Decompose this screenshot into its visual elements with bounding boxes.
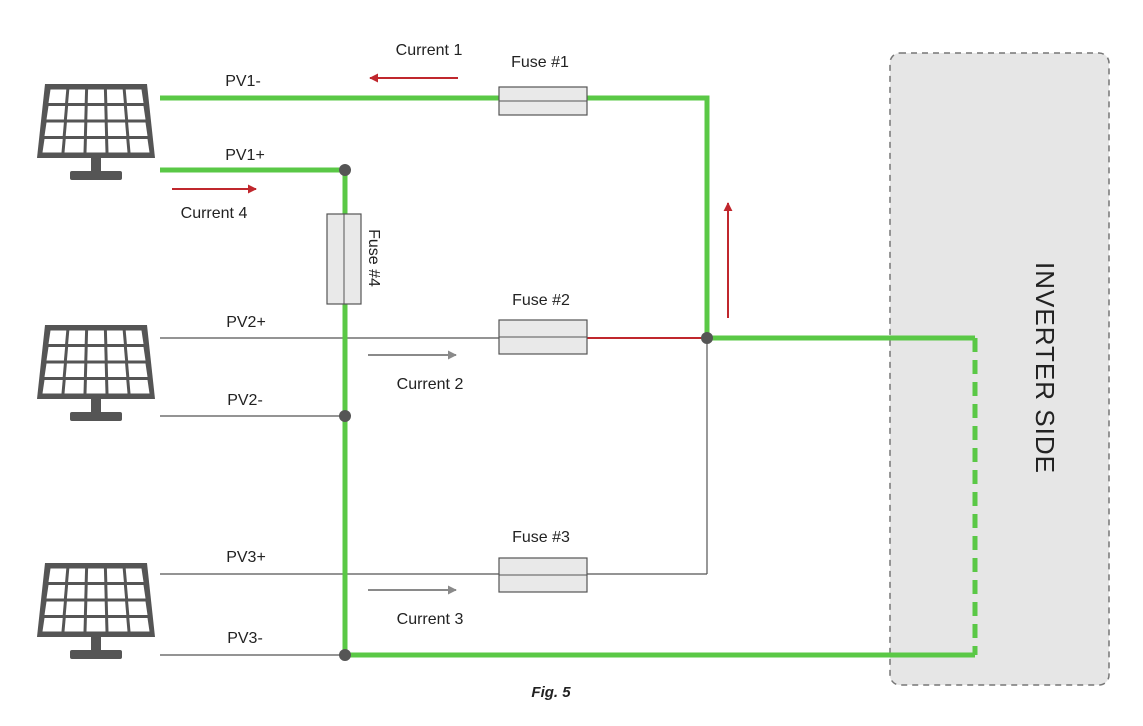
- solar-cell: [126, 585, 146, 599]
- solar-cell: [107, 585, 126, 599]
- solar-cell: [68, 330, 86, 344]
- inverter-box: [889, 52, 1110, 686]
- solar-cell: [68, 568, 86, 582]
- solar-cell: [128, 363, 148, 377]
- solar-cell: [106, 89, 124, 103]
- solar-cell: [44, 601, 64, 615]
- solar-cell: [42, 380, 63, 394]
- solar-cell: [129, 618, 150, 632]
- figure-caption: Fig. 5: [531, 684, 571, 701]
- solar-cell: [86, 363, 106, 377]
- solar-panel-3-icon: [37, 563, 155, 659]
- solar-cell: [86, 122, 106, 136]
- solar-cell: [87, 568, 105, 582]
- solar-cell: [86, 380, 106, 394]
- solar-panel-2-icon: [37, 325, 155, 421]
- solar-cell: [46, 347, 66, 361]
- solar-cell: [48, 330, 67, 344]
- solar-cell: [108, 380, 128, 394]
- solar-cell: [44, 122, 64, 136]
- pv1-plus-label: PV1+: [225, 147, 265, 164]
- junction-dot: [339, 410, 351, 422]
- solar-cell: [126, 347, 146, 361]
- fuse-3: [498, 557, 588, 593]
- solar-cell: [87, 89, 105, 103]
- solar-cell: [66, 106, 85, 120]
- solar-cell: [86, 601, 106, 615]
- inverter-label: INVERTER SIDE: [1030, 262, 1060, 474]
- solar-cell: [44, 363, 64, 377]
- junctions: [339, 164, 713, 661]
- solar-cell: [42, 139, 63, 153]
- junction-dot: [339, 649, 351, 661]
- solar-cell: [64, 618, 84, 632]
- pv3-minus-label: PV3-: [227, 630, 263, 647]
- current4-label: Current 4: [181, 205, 248, 222]
- solar-cell: [125, 568, 144, 582]
- solar-cell: [106, 568, 124, 582]
- fuse3-label: Fuse #3: [512, 529, 570, 546]
- pv1-minus-label: PV1-: [225, 73, 261, 90]
- junction-dot: [701, 332, 713, 344]
- pv2-minus-label: PV2-: [227, 392, 263, 409]
- solar-cell: [126, 106, 146, 120]
- solar-cell: [46, 106, 66, 120]
- junction-dot: [339, 164, 351, 176]
- solar-cell: [128, 601, 148, 615]
- solar-cell: [108, 618, 128, 632]
- solar-cell: [66, 347, 85, 361]
- solar-cell: [65, 122, 85, 136]
- fuse1-label: Fuse #1: [511, 54, 569, 71]
- solar-cell: [107, 122, 127, 136]
- fuse-4: [326, 213, 362, 305]
- neutral-wires: [160, 337, 708, 656]
- energized-wires: [160, 95, 978, 658]
- solar-cell: [64, 139, 84, 153]
- current2-label: Current 2: [397, 376, 464, 393]
- solar-cell: [68, 89, 86, 103]
- fuse-1: [498, 86, 588, 116]
- solar-cell: [106, 330, 124, 344]
- pv3-plus-label: PV3+: [226, 549, 266, 566]
- current1-label: Current 1: [396, 42, 463, 59]
- solar-cell: [107, 347, 126, 361]
- solar-cell: [107, 106, 126, 120]
- solar-cell: [87, 330, 105, 344]
- solar-cell: [107, 601, 127, 615]
- solar-cell: [64, 380, 84, 394]
- fuse4-label: Fuse #4: [365, 229, 382, 287]
- solar-cell: [48, 89, 67, 103]
- solar-cell: [87, 106, 105, 120]
- solar-cell: [87, 347, 105, 361]
- solar-cell: [107, 363, 127, 377]
- solar-cell: [65, 363, 85, 377]
- solar-cell: [125, 89, 144, 103]
- solar-cell: [129, 380, 150, 394]
- solar-cell: [129, 139, 150, 153]
- pv2-plus-label: PV2+: [226, 314, 266, 331]
- solar-cell: [108, 139, 128, 153]
- solar-cell: [66, 585, 85, 599]
- solar-cell: [65, 601, 85, 615]
- solar-panels: [37, 84, 155, 659]
- solar-cell: [48, 568, 67, 582]
- fuse-2: [498, 319, 588, 355]
- solar-cell: [87, 585, 105, 599]
- solar-cell: [42, 618, 63, 632]
- fuse2-label: Fuse #2: [512, 292, 570, 309]
- solar-panel-1-icon: [37, 84, 155, 180]
- solar-cell: [46, 585, 66, 599]
- solar-cell: [125, 330, 144, 344]
- solar-cell: [86, 139, 106, 153]
- solar-cell: [86, 618, 106, 632]
- current3-label: Current 3: [397, 611, 464, 628]
- wire-fuse1-out: [587, 95, 710, 338]
- solar-cell: [128, 122, 148, 136]
